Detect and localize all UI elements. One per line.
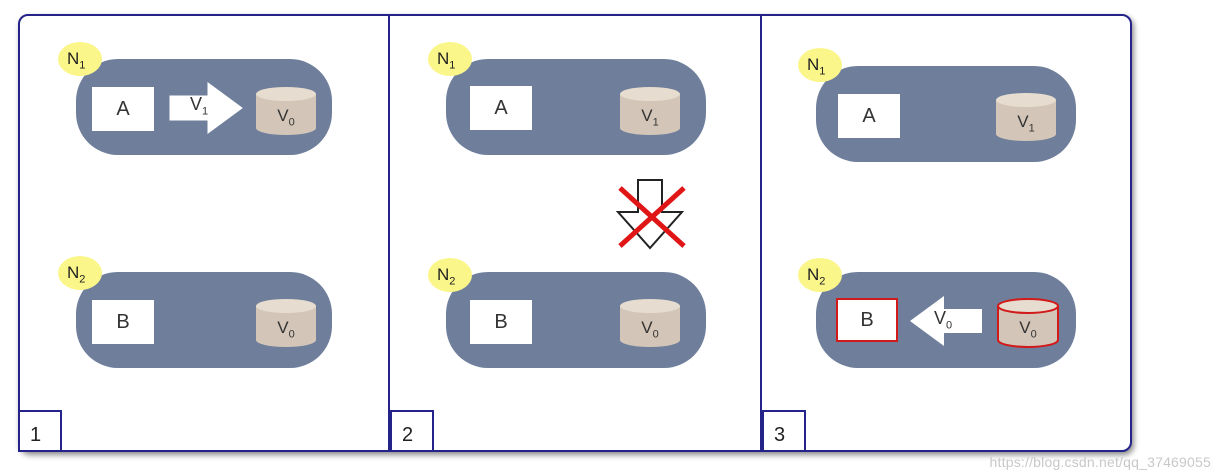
store-n2-label: V0 [1019,318,1037,341]
database-icon [996,93,1056,141]
database-icon [997,298,1059,348]
node-n1-badge: N1 [798,48,842,82]
process-b: B [470,300,532,344]
panel-number: 1 [18,410,62,452]
database-icon [620,87,680,135]
node-n2-badge: N2 [798,258,842,292]
panel-3: N1 A V1 N2 B V0 V0 3 [762,14,1132,452]
blocked-replication-icon [615,179,686,250]
store-n1: V1 [618,86,682,136]
store-n1-label: V0 [277,106,295,129]
store-n2: V0 [618,298,682,348]
store-n1-label: V1 [1017,112,1035,135]
store-n2-label: V0 [277,318,295,341]
write-arrow-icon [169,82,243,134]
panel-number: 3 [762,410,806,452]
database-icon [256,299,316,347]
node-n2-badge: N2 [428,258,472,292]
node-n1-badge: N1 [58,42,102,76]
panel-number: 2 [390,410,434,452]
process-b: B [836,298,898,342]
process-a: A [92,87,154,131]
database-icon [620,299,680,347]
store-n2-label: V0 [641,318,659,341]
node-n2-badge: N2 [58,256,102,290]
write-arrow-label: V1 [190,94,209,118]
store-n1: V1 [994,92,1058,142]
process-a: A [470,86,532,130]
panel-1: N1 A V1 V0 N2 B V0 1 [18,14,390,452]
panel-divider [388,14,390,452]
store-n2: V0 [254,298,318,348]
process-b: B [92,300,154,344]
panel-divider [760,14,762,452]
store-n2: V0 [996,298,1060,348]
store-n1-label: V1 [641,106,659,129]
node-n1-badge: N1 [428,42,472,76]
database-icon [256,87,316,135]
panel-2: N1 A V1 N2 B V0 2 [390,14,760,452]
watermark: https://blog.csdn.net/qq_37469055 [989,454,1211,470]
restore-arrow-icon [910,296,982,346]
process-a: A [838,94,900,138]
restore-arrow-label: V0 [934,308,953,332]
store-n1: V0 [254,86,318,136]
